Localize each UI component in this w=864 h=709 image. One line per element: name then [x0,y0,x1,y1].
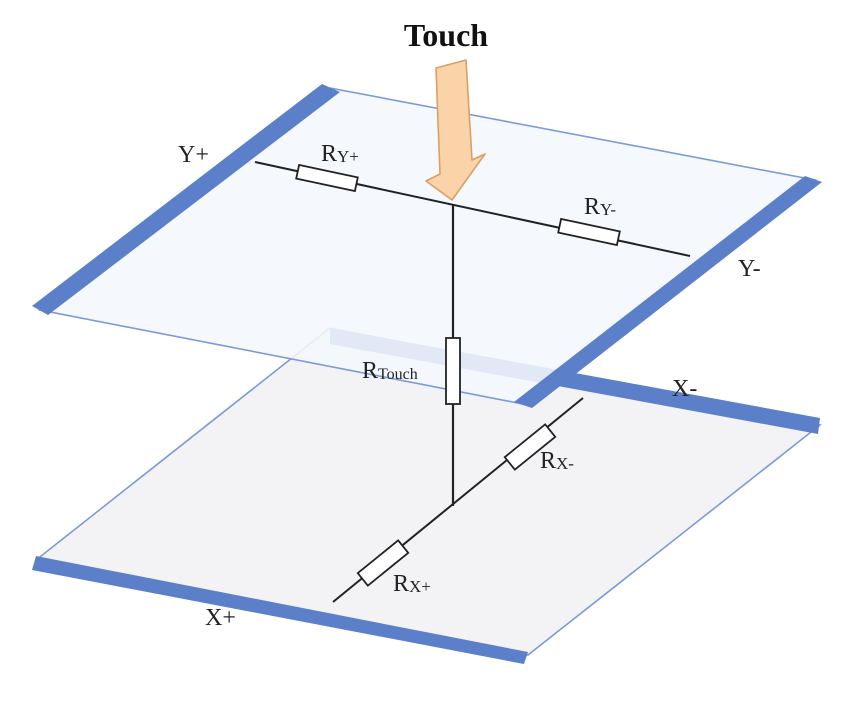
label-ry-plus: RY+ [321,141,359,167]
label-y-minus: Y- [738,256,761,282]
y-plus-electrode [32,84,340,315]
label-rtouch: RTouch [362,358,418,384]
x-plus-electrode [32,556,528,664]
label-x-minus: X- [672,376,697,402]
label-y-plus: Y+ [178,142,209,168]
top-sheet-surface [38,87,817,406]
label-rx-minus: RX- [540,448,574,474]
ry-minus-resistor [557,217,621,247]
rx-minus-resistor [503,423,557,471]
label-ry-minus: RY- [584,194,616,220]
y-minus-electrode [514,176,822,408]
label-rx-plus: RX+ [393,571,431,597]
touch-title: Touch [404,17,488,53]
touch-arrow-icon [425,59,486,201]
label-x-plus: X+ [205,605,236,631]
rtouch-resistor [445,337,461,405]
top-sheet [32,84,822,408]
ry-plus-resistor [295,163,359,193]
rx-plus-resistor [356,539,410,587]
